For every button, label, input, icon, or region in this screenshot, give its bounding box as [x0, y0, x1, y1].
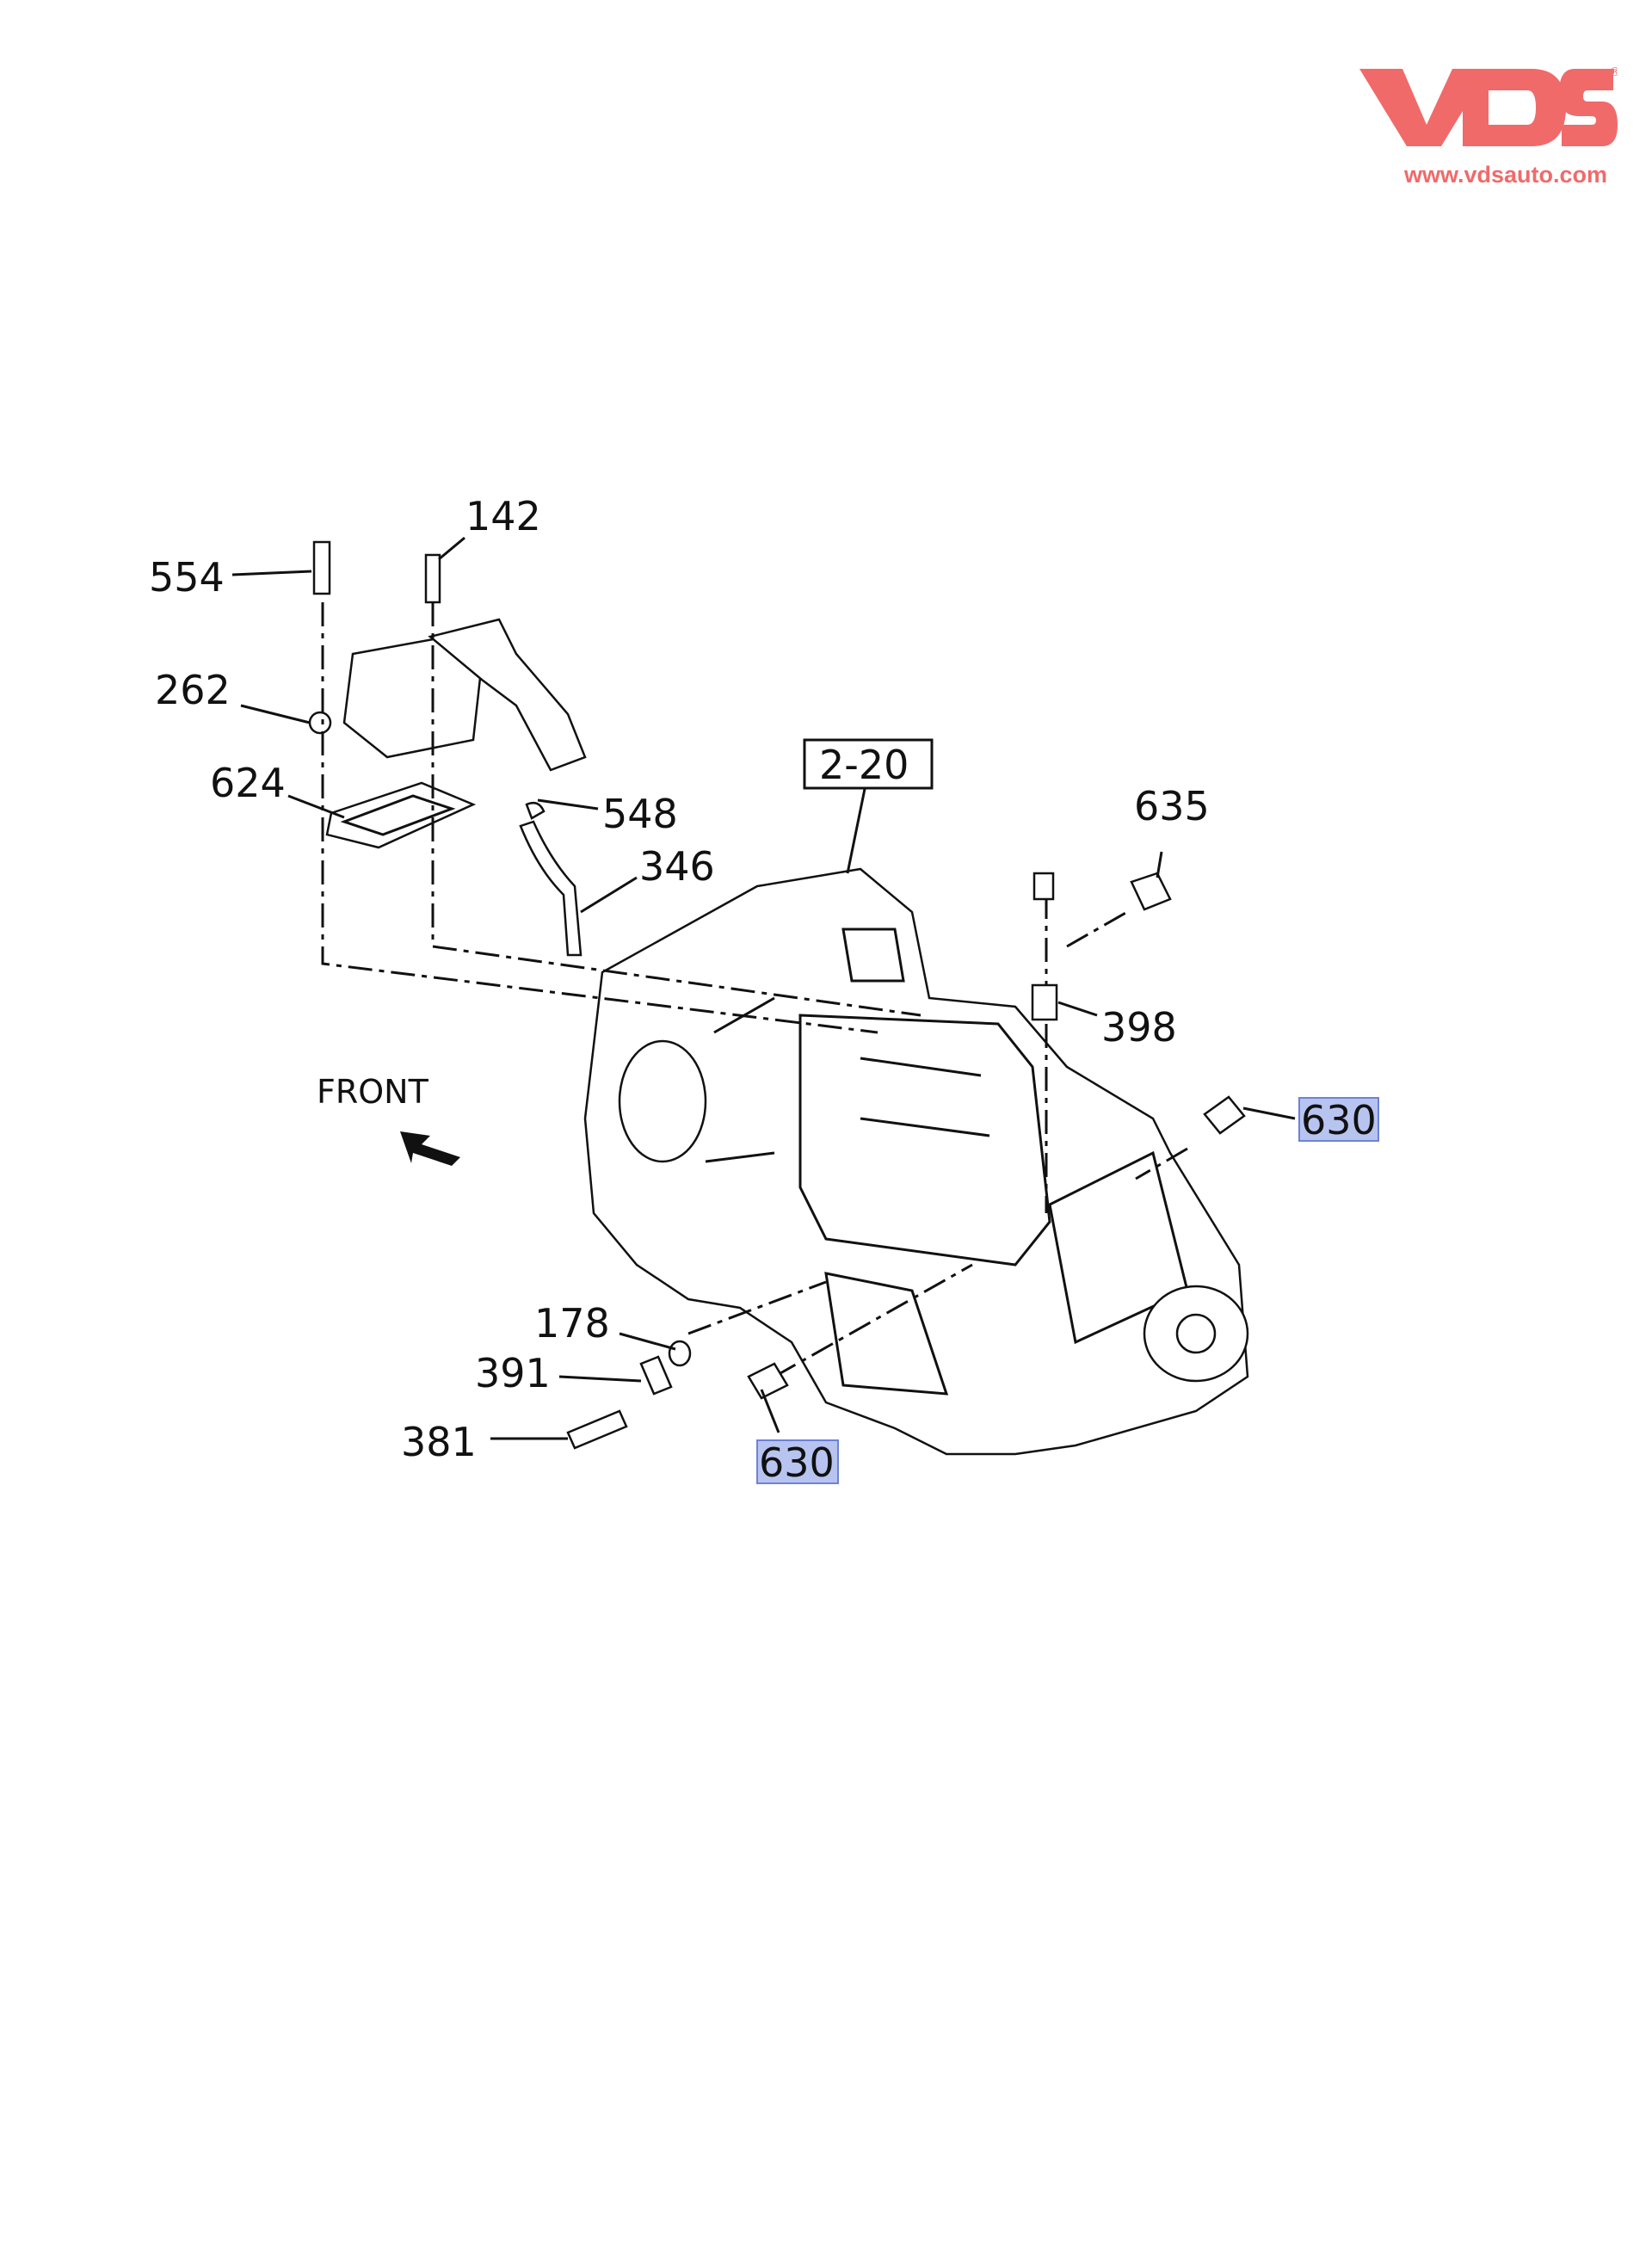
callout-630[interactable]: 630 — [759, 1439, 835, 1486]
callout-630[interactable]: 630 — [1301, 1097, 1377, 1143]
callout-262[interactable]: 262 — [155, 667, 231, 713]
part-630-bolt — [747, 1362, 789, 1400]
callout-381[interactable]: 381 — [401, 1419, 477, 1465]
highlight-630 — [756, 1439, 839, 1484]
assembly-line — [431, 602, 922, 1017]
part-635-plug — [1130, 872, 1172, 911]
logo-url[interactable]: www.vdsauto.com — [1404, 162, 1608, 188]
callout-142[interactable]: 142 — [465, 493, 541, 539]
callout-178[interactable]: 178 — [534, 1300, 610, 1347]
callout-391[interactable]: 391 — [475, 1350, 551, 1396]
transmission-illustration — [583, 867, 1249, 1456]
part-398-body — [1031, 983, 1058, 1021]
assembly-line — [1135, 1147, 1188, 1180]
front-arrow-icon — [400, 1131, 460, 1166]
vds-logo: ® www.vdsauto.com — [1359, 60, 1643, 189]
assembly-line — [774, 1263, 973, 1378]
part-630-bolt — [1203, 1095, 1246, 1135]
reference-box[interactable] — [803, 738, 934, 790]
leader-lines — [231, 536, 1296, 1440]
callout-554[interactable]: 554 — [149, 554, 225, 601]
callout-624[interactable]: 624 — [210, 760, 286, 806]
part-398-sensor — [1032, 872, 1055, 901]
front-label: FRONT — [317, 1073, 429, 1111]
part-391-bracket — [639, 1355, 673, 1396]
shift-cover-assembly — [308, 540, 587, 957]
callout-346[interactable]: 346 — [639, 843, 715, 890]
reference-label[interactable]: 2-20 — [819, 742, 909, 788]
assembly-line — [321, 602, 878, 1034]
callout-635[interactable]: 635 — [1134, 783, 1210, 829]
assembly-line — [1066, 910, 1128, 948]
highlight-630 — [1298, 1097, 1379, 1142]
callout-548[interactable]: 548 — [602, 791, 678, 837]
part-178-oring — [668, 1340, 692, 1367]
part-381-bolt — [566, 1409, 628, 1450]
callout-398[interactable]: 398 — [1101, 1004, 1177, 1051]
